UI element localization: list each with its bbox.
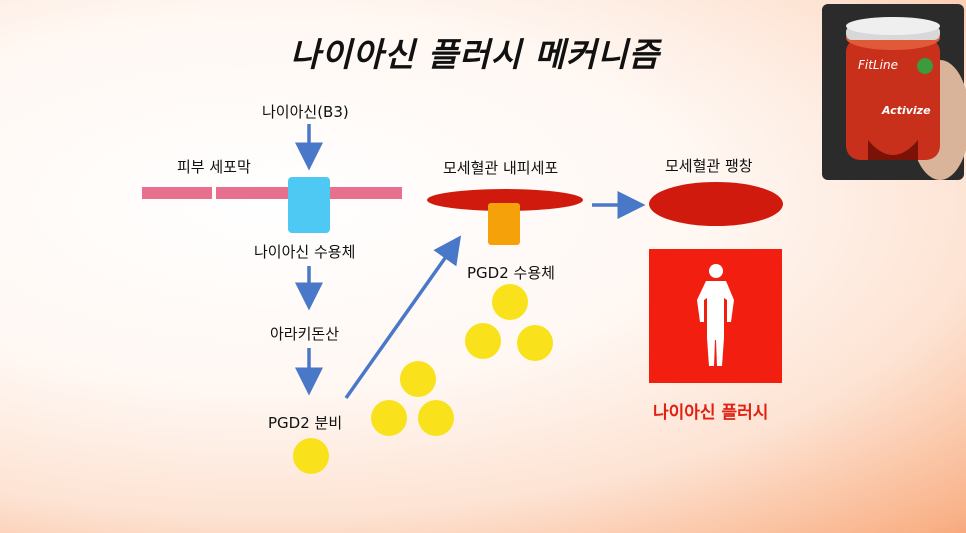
label-pgd2-secretion: PGD2 분비 xyxy=(268,414,343,432)
pgd2-molecule xyxy=(418,400,454,436)
membrane-segment-mid xyxy=(216,187,288,199)
pgd2-molecule xyxy=(517,325,553,361)
label-pgd2-receptor: PGD2 수용체 xyxy=(467,264,555,282)
label-niacin-flush: 나이아신 플러시 xyxy=(653,403,769,423)
human-figure-icon xyxy=(697,264,734,366)
product-brand: FitLine xyxy=(858,58,898,72)
label-niacin-receptor: 나이아신 수용체 xyxy=(254,243,356,261)
membrane-segment-right xyxy=(330,187,402,199)
label-arachidonic-acid: 아라키돈산 xyxy=(270,325,340,343)
pgd2-molecule xyxy=(293,438,329,474)
label-endothelial-cell: 모세혈관 내피세포 xyxy=(443,159,559,177)
product-name: Activize xyxy=(882,104,931,117)
pgd2-molecule xyxy=(400,361,436,397)
pgd2-molecule xyxy=(492,284,528,320)
membrane-segment-left xyxy=(142,187,212,199)
pgd2-molecule xyxy=(465,323,501,359)
product-photo-graphic xyxy=(822,4,966,180)
arrow-pgd2-to-endothelium xyxy=(344,235,462,400)
label-skin-membrane: 피부 세포막 xyxy=(177,158,251,176)
label-capillary-dilation: 모세혈관 팽창 xyxy=(665,157,753,175)
endothelial-cell-shape xyxy=(427,189,583,211)
niacin-receptor-shape xyxy=(288,177,330,233)
pgd2-molecule xyxy=(371,400,407,436)
diagram-title: 나이아신 플러시 메커니즘 xyxy=(290,35,660,74)
dilated-capillary-shape xyxy=(649,182,783,226)
pgd2-receptor-shape xyxy=(488,203,520,245)
label-niacin: 나이아신(B3) xyxy=(262,103,349,121)
